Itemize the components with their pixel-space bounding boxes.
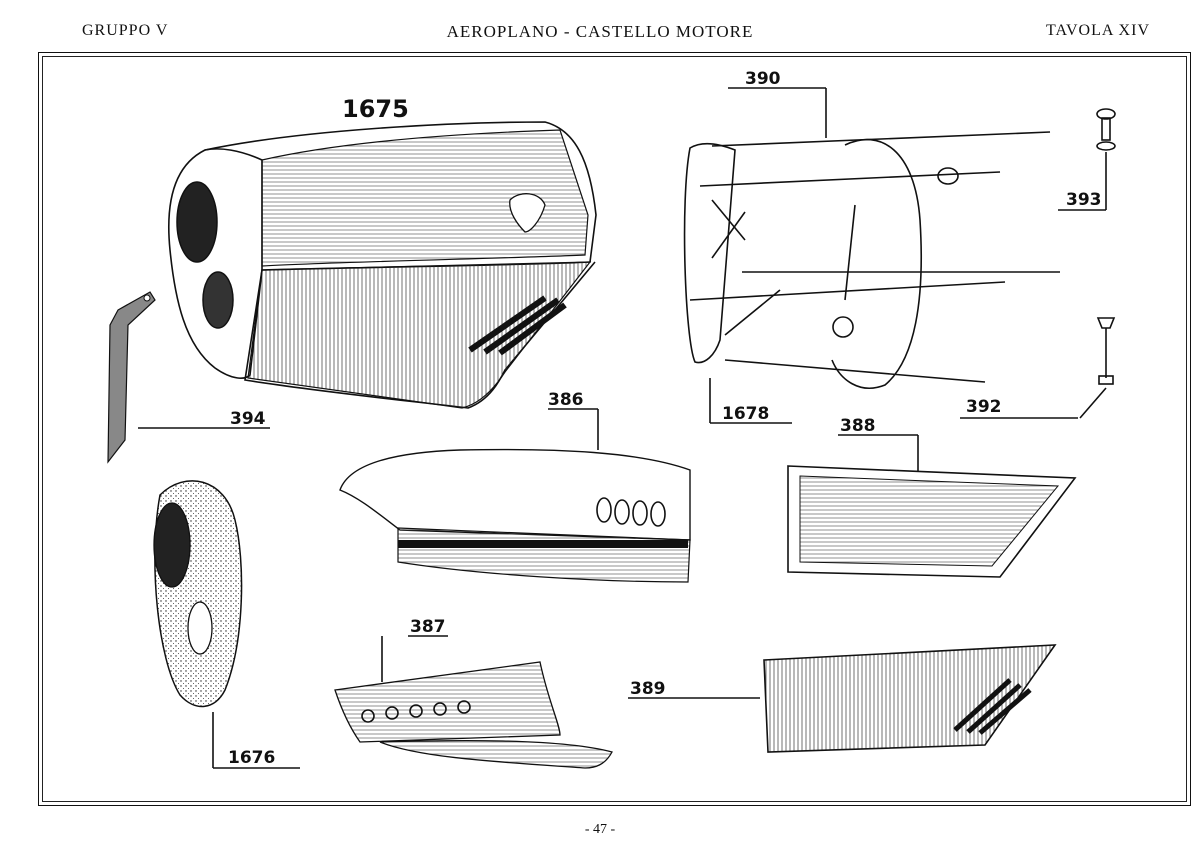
plate-frame — [38, 52, 1191, 806]
label-387: 387 — [410, 617, 446, 637]
label-386: 386 — [548, 390, 584, 410]
label-394: 394 — [230, 409, 266, 429]
label-1678: 1678 — [722, 404, 769, 424]
cowling-1675-drawing — [167, 121, 597, 409]
panel-386-drawing — [339, 408, 691, 583]
panel-389-drawing — [628, 644, 1057, 753]
nose-ring-1676-drawing — [153, 480, 300, 769]
bolt-393-drawing — [1058, 108, 1116, 211]
page-number: - 47 - — [584, 822, 616, 837]
group-heading: GRUPPO V — [82, 22, 169, 39]
bolt-392-drawing — [960, 317, 1116, 419]
latch-394-drawing — [107, 291, 270, 464]
panel-388-drawing — [787, 434, 1077, 578]
plate-title: AEROPLANO - CASTELLO MOTORE — [446, 22, 754, 41]
label-1675: 1675 — [342, 95, 409, 123]
label-393: 393 — [1066, 190, 1102, 210]
panel-387-drawing — [334, 635, 613, 769]
label-390: 390 — [745, 69, 781, 89]
label-389: 389 — [630, 679, 666, 699]
plate-number: TAVOLA XIV — [1046, 22, 1150, 39]
label-1676: 1676 — [228, 748, 275, 768]
label-392: 392 — [966, 397, 1002, 417]
engine-mount-frame-drawing — [683, 87, 1060, 424]
label-388: 388 — [840, 416, 876, 436]
